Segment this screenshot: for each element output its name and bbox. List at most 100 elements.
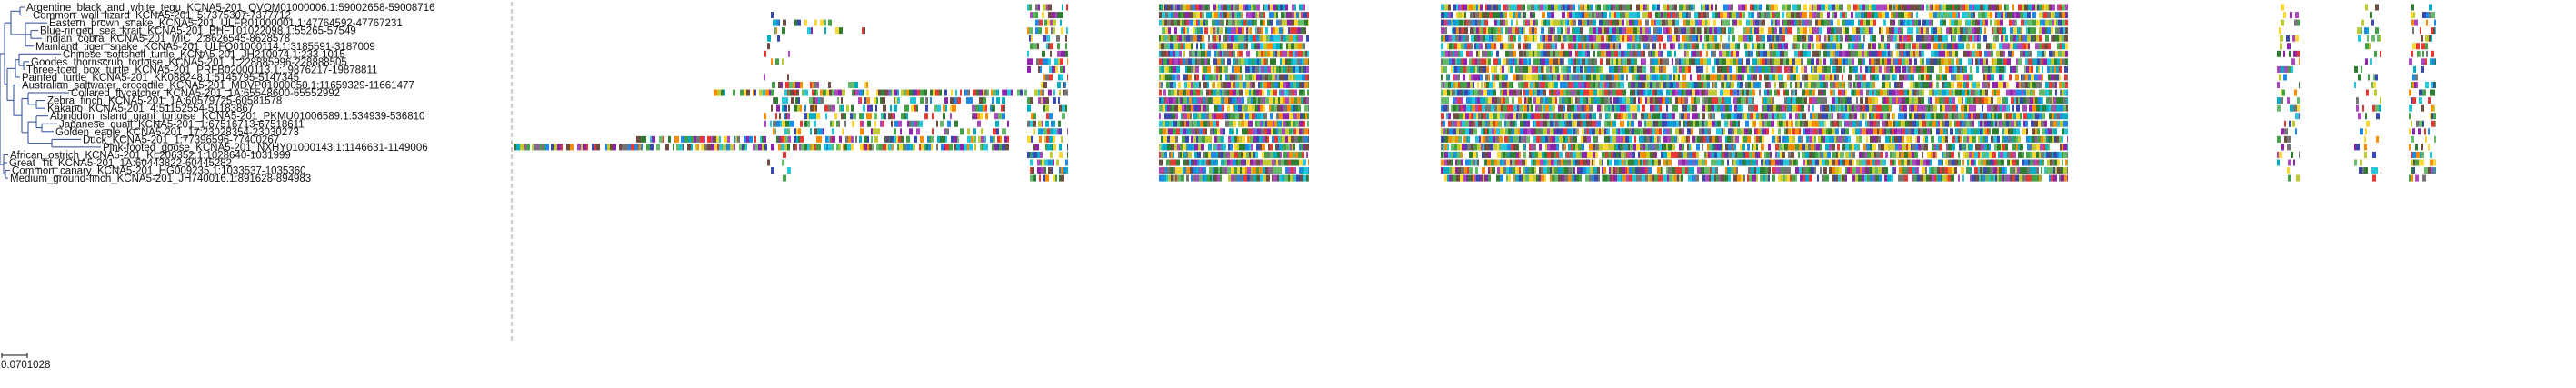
alignment-cell <box>2052 35 2055 42</box>
alignment-cell <box>1958 113 1962 120</box>
alignment-cell <box>1503 19 1505 26</box>
alignment-cell <box>1562 97 1564 104</box>
alignment-cell <box>1918 113 1922 120</box>
alignment-cell <box>1812 50 1816 57</box>
alignment-cell <box>2032 4 2035 11</box>
alignment-cell <box>2287 97 2290 104</box>
alignment-cell <box>1493 27 1496 35</box>
alignment-cell <box>1672 4 1674 11</box>
alignment-cell <box>1996 128 1999 135</box>
alignment-cell <box>1771 97 1772 104</box>
alignment-cell <box>1245 65 1248 73</box>
alignment-cell <box>2289 50 2291 57</box>
alignment-cell <box>1901 104 1903 112</box>
alignment-cell <box>1596 65 1599 73</box>
alignment-cell <box>1500 19 1503 26</box>
alignment-cell <box>913 89 915 96</box>
alignment-cell <box>1626 4 1630 11</box>
alignment-cell <box>1705 4 1709 11</box>
alignment-cell <box>1224 43 1227 50</box>
alignment-cell <box>1558 4 1561 11</box>
alignment-cell <box>1782 27 1785 35</box>
alignment-cell <box>1445 128 1447 135</box>
alignment-cell <box>1854 43 1858 50</box>
alignment-cell <box>1871 58 1874 65</box>
alignment-cell <box>2052 65 2054 73</box>
alignment-cell <box>1912 89 1913 96</box>
alignment-cell <box>1836 27 1840 35</box>
alignment-cell <box>781 82 783 88</box>
alignment-cell <box>1591 65 1594 73</box>
alignment-cell <box>990 104 992 112</box>
alignment-cell <box>1596 97 1599 104</box>
alignment-cell <box>1209 113 1212 120</box>
alignment-cell <box>1163 58 1167 65</box>
alignment-cell <box>1603 19 1606 26</box>
alignment-cell <box>871 128 873 135</box>
alignment-cell <box>1676 82 1679 88</box>
alignment-cell <box>1708 104 1712 112</box>
alignment-cell <box>1842 89 1844 96</box>
alignment-cell <box>1490 89 1493 96</box>
alignment-cell <box>2368 74 2370 81</box>
alignment-cell <box>1736 12 1739 19</box>
alignment-cell <box>1865 65 1868 73</box>
alignment-cell <box>814 128 817 135</box>
alignment-cell <box>1977 128 1980 135</box>
alignment-cell <box>2041 50 2042 57</box>
alignment-cell <box>1932 4 1933 11</box>
alignment-cell <box>1686 35 1689 42</box>
alignment-cell <box>789 120 791 127</box>
alignment-cell <box>1992 65 1996 73</box>
alignment-cell <box>1203 104 1206 112</box>
alignment-cell <box>1527 58 1529 65</box>
alignment-cell <box>2380 50 2381 57</box>
alignment-cell <box>1448 120 1452 127</box>
alignment-cell <box>1195 82 1199 88</box>
alignment-cell <box>1478 104 1482 112</box>
alignment-cell <box>1268 74 1272 81</box>
alignment-cell <box>2022 89 2023 96</box>
alignment-cell <box>1230 113 1233 120</box>
alignment-cell <box>1659 82 1661 88</box>
alignment-cell <box>1999 43 2002 50</box>
alignment-cell <box>1823 50 1827 57</box>
alignment-cell <box>1592 58 1594 65</box>
alignment-cell <box>2038 65 2040 73</box>
alignment-cell <box>1553 19 1556 26</box>
leaf-label: Goodes_thornscrub_tortoise_KCNA5-201_1:2… <box>31 57 347 68</box>
alignment-cell <box>1720 104 1723 112</box>
alignment-cell <box>1228 113 1230 120</box>
alignment-cell <box>1774 27 1777 35</box>
alignment-cell <box>1043 4 1046 11</box>
alignment-cell <box>1281 104 1283 112</box>
alignment-cell <box>2411 4 2414 11</box>
alignment-cell <box>1863 58 1865 65</box>
alignment-cell <box>897 97 900 104</box>
alignment-cell <box>1550 43 1552 50</box>
alignment-cell <box>2412 74 2415 81</box>
alignment-cell <box>1591 43 1593 50</box>
leaf-label: African_ostrich_KCNA5-201_KL206352.1:102… <box>10 150 291 161</box>
alignment-cell <box>1191 65 1193 73</box>
alignment-cell <box>1960 35 1962 42</box>
alignment-cell <box>1596 12 1598 19</box>
alignment-cell <box>1221 58 1223 65</box>
alignment-cell <box>1220 128 1223 135</box>
alignment-cell <box>1203 74 1205 81</box>
alignment-cell <box>1773 65 1777 73</box>
alignment-cell <box>1600 58 1603 65</box>
alignment-cell <box>1839 82 1842 88</box>
alignment-cell <box>1593 74 1596 81</box>
alignment-cell <box>1763 50 1767 57</box>
alignment-cell <box>1915 4 1919 11</box>
alignment-cell <box>1655 120 1658 127</box>
alignment-cell <box>1728 27 1731 35</box>
alignment-cell <box>1299 89 1303 96</box>
alignment-cell <box>1978 58 1980 65</box>
alignment-cell <box>1965 19 1967 26</box>
alignment-cell <box>1288 135 1291 143</box>
alignment-cell <box>1530 19 1533 26</box>
alignment-cell <box>1909 120 1912 127</box>
alignment-cell <box>1992 89 1994 96</box>
